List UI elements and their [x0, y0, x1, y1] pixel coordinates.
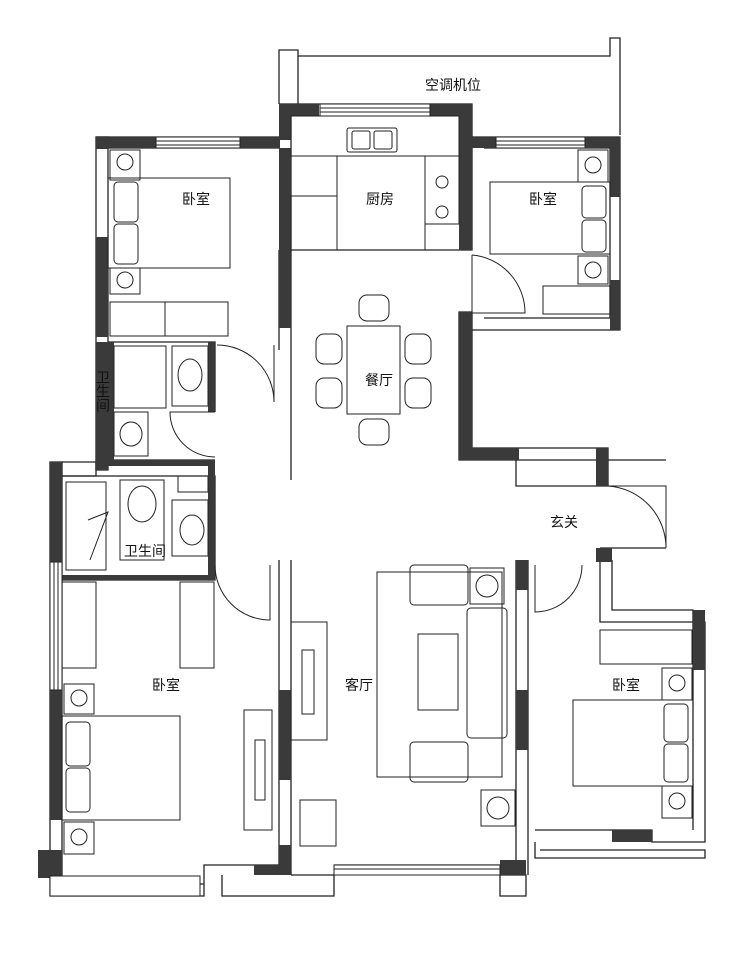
living-furniture: [290, 564, 516, 847]
wall-fills: [38, 104, 705, 878]
bedroom-se-furniture: [572, 629, 694, 819]
label-bedroom-sw: 卧室: [152, 677, 180, 694]
label-living-room: 客厅: [345, 677, 373, 694]
label-ac-platform: 空调机位: [425, 78, 481, 94]
label-dining: 餐厅: [365, 373, 393, 389]
bedroom-nw-furniture: [107, 149, 231, 337]
label-bathroom-2: 卫生间: [124, 544, 166, 560]
label-bathroom-1: 卫生间: [94, 370, 110, 413]
label-kitchen: 厨房: [366, 192, 394, 208]
label-entrance: 玄关: [550, 514, 578, 531]
bathroom-fixtures: [65, 345, 209, 571]
kitchen-fixtures: [290, 115, 460, 251]
label-bedroom-ne: 卧室: [529, 191, 557, 208]
windows: [49, 103, 586, 897]
label-bedroom-nw: 卧室: [182, 191, 210, 208]
dining-set: [315, 294, 432, 446]
bedroom-ne-furniture: [489, 149, 611, 315]
label-bedroom-se: 卧室: [612, 677, 640, 694]
bedroom-sw-furniture: [61, 581, 273, 855]
doors: [87, 254, 667, 621]
